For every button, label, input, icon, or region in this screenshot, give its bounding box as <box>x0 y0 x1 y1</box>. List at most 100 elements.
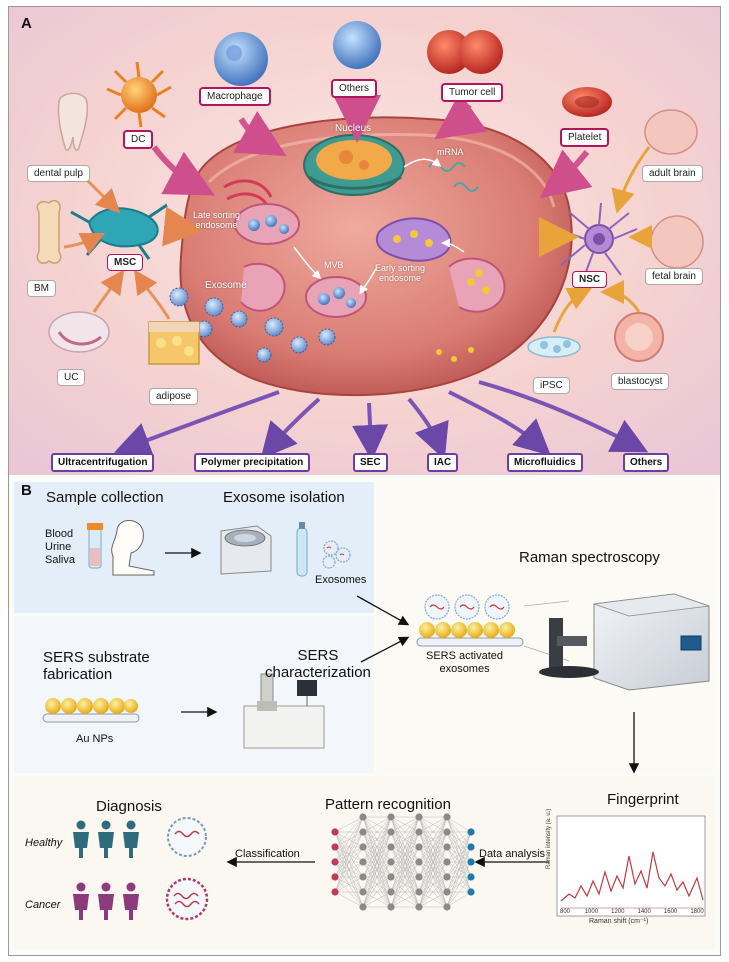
tumor-cell-tag: Tumor cell <box>441 83 504 102</box>
healthy-label: Healthy <box>25 837 63 849</box>
msc-tag: MSC <box>107 254 144 271</box>
others-cell-icon <box>333 21 381 69</box>
exosome-isolation-title: Exosome isolation <box>223 489 345 506</box>
nn-node <box>443 903 451 911</box>
blastocyst-icon <box>614 312 664 362</box>
bone-icon <box>36 199 62 264</box>
mvb-label: MVB <box>324 260 344 270</box>
healthy-people-icon <box>73 820 139 858</box>
nn-node <box>415 873 423 881</box>
nsc-tag: NSC <box>572 271 608 288</box>
nn-node <box>359 828 367 836</box>
method-microfluidics: Microfluidics <box>507 453 583 472</box>
method-ultracentrifugation: Ultracentrifugation <box>51 453 155 472</box>
panel-a: A DC Macrophage Others Tumor cell Platel… <box>9 7 720 475</box>
spectrum-ylabel: Raman intensity (a. u.) <box>546 808 552 869</box>
exosome-label: Exosome <box>205 280 247 291</box>
sers-characterization-title: SERS characterization <box>265 647 371 681</box>
nn-node <box>415 888 423 896</box>
spectrum-xtick: 1400 <box>637 909 651 915</box>
classification-label: Classification <box>235 848 300 860</box>
umbilical-cord-icon <box>48 311 110 353</box>
sers-fabrication-title: SERS substrate fabrication <box>43 649 150 683</box>
adipose-icon <box>148 321 200 365</box>
ipsc-icon <box>527 336 581 358</box>
isolation-arrows <box>114 380 649 461</box>
sample-tube-icon <box>87 523 103 569</box>
nn-node <box>415 828 423 836</box>
diagnosis-title: Diagnosis <box>96 798 162 815</box>
nn-node <box>331 843 339 851</box>
method-sec: SEC <box>353 453 388 472</box>
figure-frame <box>8 6 721 956</box>
nn-node <box>331 858 339 866</box>
nn-node <box>443 873 451 881</box>
tooth-icon <box>57 92 89 151</box>
platelet-cell-icon <box>562 87 612 117</box>
raman-spectrum-chart <box>556 815 706 917</box>
nn-node <box>443 843 451 851</box>
others-tag: Others <box>331 79 378 98</box>
panel-b-letter: B <box>21 482 32 499</box>
mvb <box>305 276 367 318</box>
early-sorting-endosome-label: Early sorting endosome <box>375 263 426 283</box>
method-polymer-precipitation: Polymer precipitation <box>194 453 311 472</box>
bottle-icon <box>296 522 308 577</box>
nn-node <box>467 888 475 896</box>
fingerprint-title: Fingerprint <box>607 791 679 808</box>
exosome-cluster-icon <box>322 540 351 569</box>
nn-node <box>467 843 475 851</box>
spectrum-trace <box>560 851 704 902</box>
dental-pulp-tag: dental pulp <box>27 165 90 182</box>
panel-a-illustration <box>9 7 720 475</box>
cancer-people-icon <box>73 882 139 920</box>
au-np-substrate-icon <box>42 698 140 723</box>
sample-collection-title: Sample collection <box>46 489 164 506</box>
nn-node <box>443 828 451 836</box>
nn-node <box>387 903 395 911</box>
nn-node <box>415 858 423 866</box>
cancer-label: Cancer <box>25 899 61 911</box>
nn-node <box>359 858 367 866</box>
nn-node <box>387 813 395 821</box>
nn-node <box>467 873 475 881</box>
macrophage-cell-icon <box>214 32 268 86</box>
raman-spectrometer-icon <box>539 593 710 691</box>
ipsc-tag: iPSC <box>533 377 570 394</box>
macrophage-tag: Macrophage <box>199 87 271 106</box>
nn-node <box>467 858 475 866</box>
sers-activated-exosomes-label: SERS activated exosomes <box>426 650 504 675</box>
nn-node <box>415 813 423 821</box>
sample-saliva: Saliva <box>45 554 75 566</box>
late-sorting-endosome <box>234 203 300 245</box>
nn-node <box>359 813 367 821</box>
sample-urine: Urine <box>45 541 72 553</box>
nn-node <box>387 858 395 866</box>
method-iac: IAC <box>427 453 459 472</box>
nn-node <box>415 903 423 911</box>
panel-a-letter: A <box>21 15 32 32</box>
panel-b-illustration <box>14 482 715 949</box>
nn-node <box>387 828 395 836</box>
centrifuge-icon <box>220 525 272 575</box>
spectrum-xtick: 1000 <box>584 909 599 915</box>
method-others: Others <box>623 453 670 472</box>
released-exosomes <box>169 287 336 363</box>
nn-node <box>359 843 367 851</box>
nn-node <box>443 858 451 866</box>
msc-cell-icon <box>70 203 168 260</box>
raman-spectroscopy-title: Raman spectroscopy <box>519 549 660 566</box>
spectrum-xtick: 800 <box>559 909 571 915</box>
nn-node <box>387 873 395 881</box>
adult-brain-tag: adult brain <box>642 165 703 182</box>
sem-instrument-icon <box>243 673 325 749</box>
nn-node <box>359 888 367 896</box>
blastocyst-tag: blastocyst <box>611 373 670 390</box>
nucleus-label: Nucleus <box>335 123 372 134</box>
panel-b: B Sample collection Blood Urine Saliva E… <box>9 476 720 955</box>
platelet-tag: Platelet <box>560 128 610 147</box>
au-nps-label: Au NPs <box>76 733 114 745</box>
neural-network-icon <box>331 813 475 911</box>
adipose-tag: adipose <box>149 388 199 405</box>
